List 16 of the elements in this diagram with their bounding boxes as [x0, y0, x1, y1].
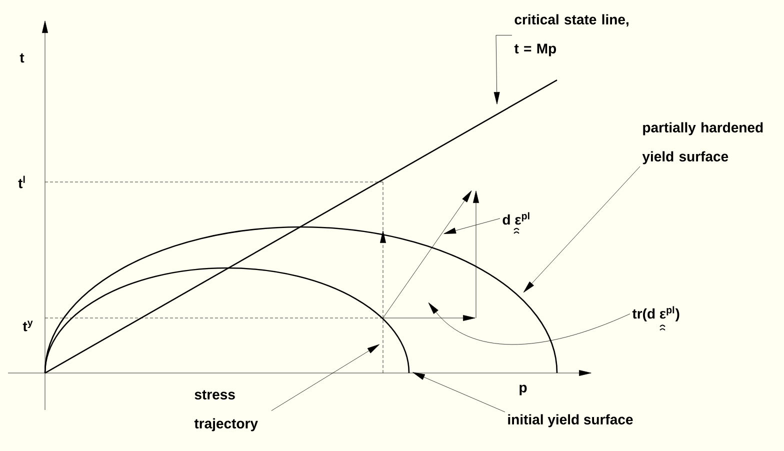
- callout-label: stress trajectory: [194, 390, 258, 432]
- callout-label: initial yield surface: [508, 414, 633, 428]
- axis-label: t: [20, 53, 24, 63]
- leader-arrow: [428, 302, 630, 345]
- callout-label: tr(d ε$^{pl}$): [632, 306, 680, 322]
- axis-label: p: [520, 384, 527, 396]
- axis-label: t$^{y}$: [22, 320, 33, 332]
- leader-arrow: [412, 372, 506, 412]
- critical-state-line: [44, 79, 558, 374]
- callout-label: critical state line, t = Mp: [514, 14, 628, 56]
- leader-arrow: [444, 218, 500, 234]
- leader-arrow: [271, 344, 380, 411]
- callout-label: partially hardened yield surface: [642, 122, 763, 164]
- leader-arrow: [523, 166, 640, 293]
- axis-label: t$^{l}$: [18, 176, 25, 188]
- leader-arrow: [494, 35, 512, 104]
